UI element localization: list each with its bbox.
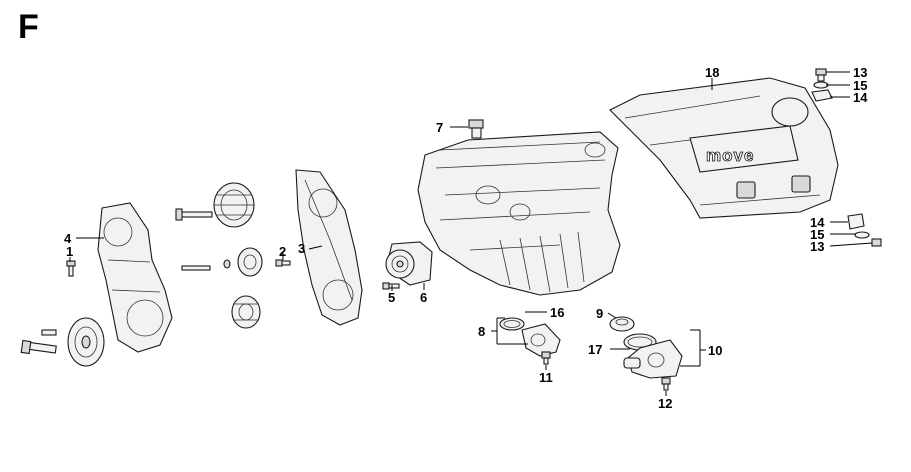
tensioner-roller xyxy=(181,247,263,277)
bolt-2 xyxy=(275,259,291,267)
grommet-lower xyxy=(847,213,865,230)
callout-9: 9 xyxy=(596,306,603,321)
callout-13-lower: 13 xyxy=(810,239,824,254)
cover-bolt-upper xyxy=(815,68,827,82)
callout-6: 6 xyxy=(420,290,427,305)
cover-logo: move xyxy=(706,146,754,165)
callout-5: 5 xyxy=(388,290,395,305)
callout-3: 3 xyxy=(298,241,305,256)
callout-8: 8 xyxy=(478,324,485,339)
temperature-sensor xyxy=(468,119,484,139)
engine-block xyxy=(417,131,621,296)
callout-1: 1 xyxy=(66,244,73,259)
washer-upper xyxy=(813,81,829,89)
callout-16: 16 xyxy=(550,305,564,320)
callout-10: 10 xyxy=(708,343,722,358)
coolant-flange-8 xyxy=(521,323,561,357)
thermostat-9 xyxy=(609,316,635,332)
bolt-11 xyxy=(541,351,551,365)
washer-lower xyxy=(854,231,870,239)
callout-11: 11 xyxy=(539,370,553,385)
callout-17: 17 xyxy=(588,342,602,357)
callout-15-lower: 15 xyxy=(810,227,824,242)
section-letter: F xyxy=(18,8,39,46)
callout-14-lower: 14 xyxy=(810,215,825,230)
callout-14-upper: 14 xyxy=(853,90,868,105)
callout-13-upper: 13 xyxy=(853,65,867,80)
camshaft-gear xyxy=(213,182,255,228)
crankshaft-gear xyxy=(231,295,261,329)
leader-lines xyxy=(69,71,873,396)
inner-timing-cover xyxy=(295,169,363,326)
cover-bolt-lower xyxy=(871,238,882,247)
gear-bolt xyxy=(175,208,213,221)
grommet-upper xyxy=(811,89,833,102)
callout-4: 4 xyxy=(64,231,72,246)
callout-labels: 4 1 2 3 5 6 7 18 13 15 14 14 15 13 16 8 … xyxy=(64,65,868,411)
bolt-12 xyxy=(661,377,671,391)
crankshaft-pulley xyxy=(67,317,105,367)
thermostat-housing-10 xyxy=(623,339,683,379)
callout-7: 7 xyxy=(436,120,443,135)
bolt-5 xyxy=(382,282,400,290)
small-bolt xyxy=(41,329,57,336)
o-ring-16 xyxy=(499,317,525,331)
outer-timing-cover xyxy=(97,202,173,353)
engine-top-cover: move xyxy=(609,77,839,219)
water-pump xyxy=(385,241,433,286)
callout-15-upper: 15 xyxy=(853,78,867,93)
callout-2: 2 xyxy=(279,244,286,259)
callout-18: 18 xyxy=(705,65,719,80)
bolt-1 xyxy=(66,260,76,277)
pulley-bolt xyxy=(20,339,57,355)
callout-12: 12 xyxy=(658,396,672,411)
